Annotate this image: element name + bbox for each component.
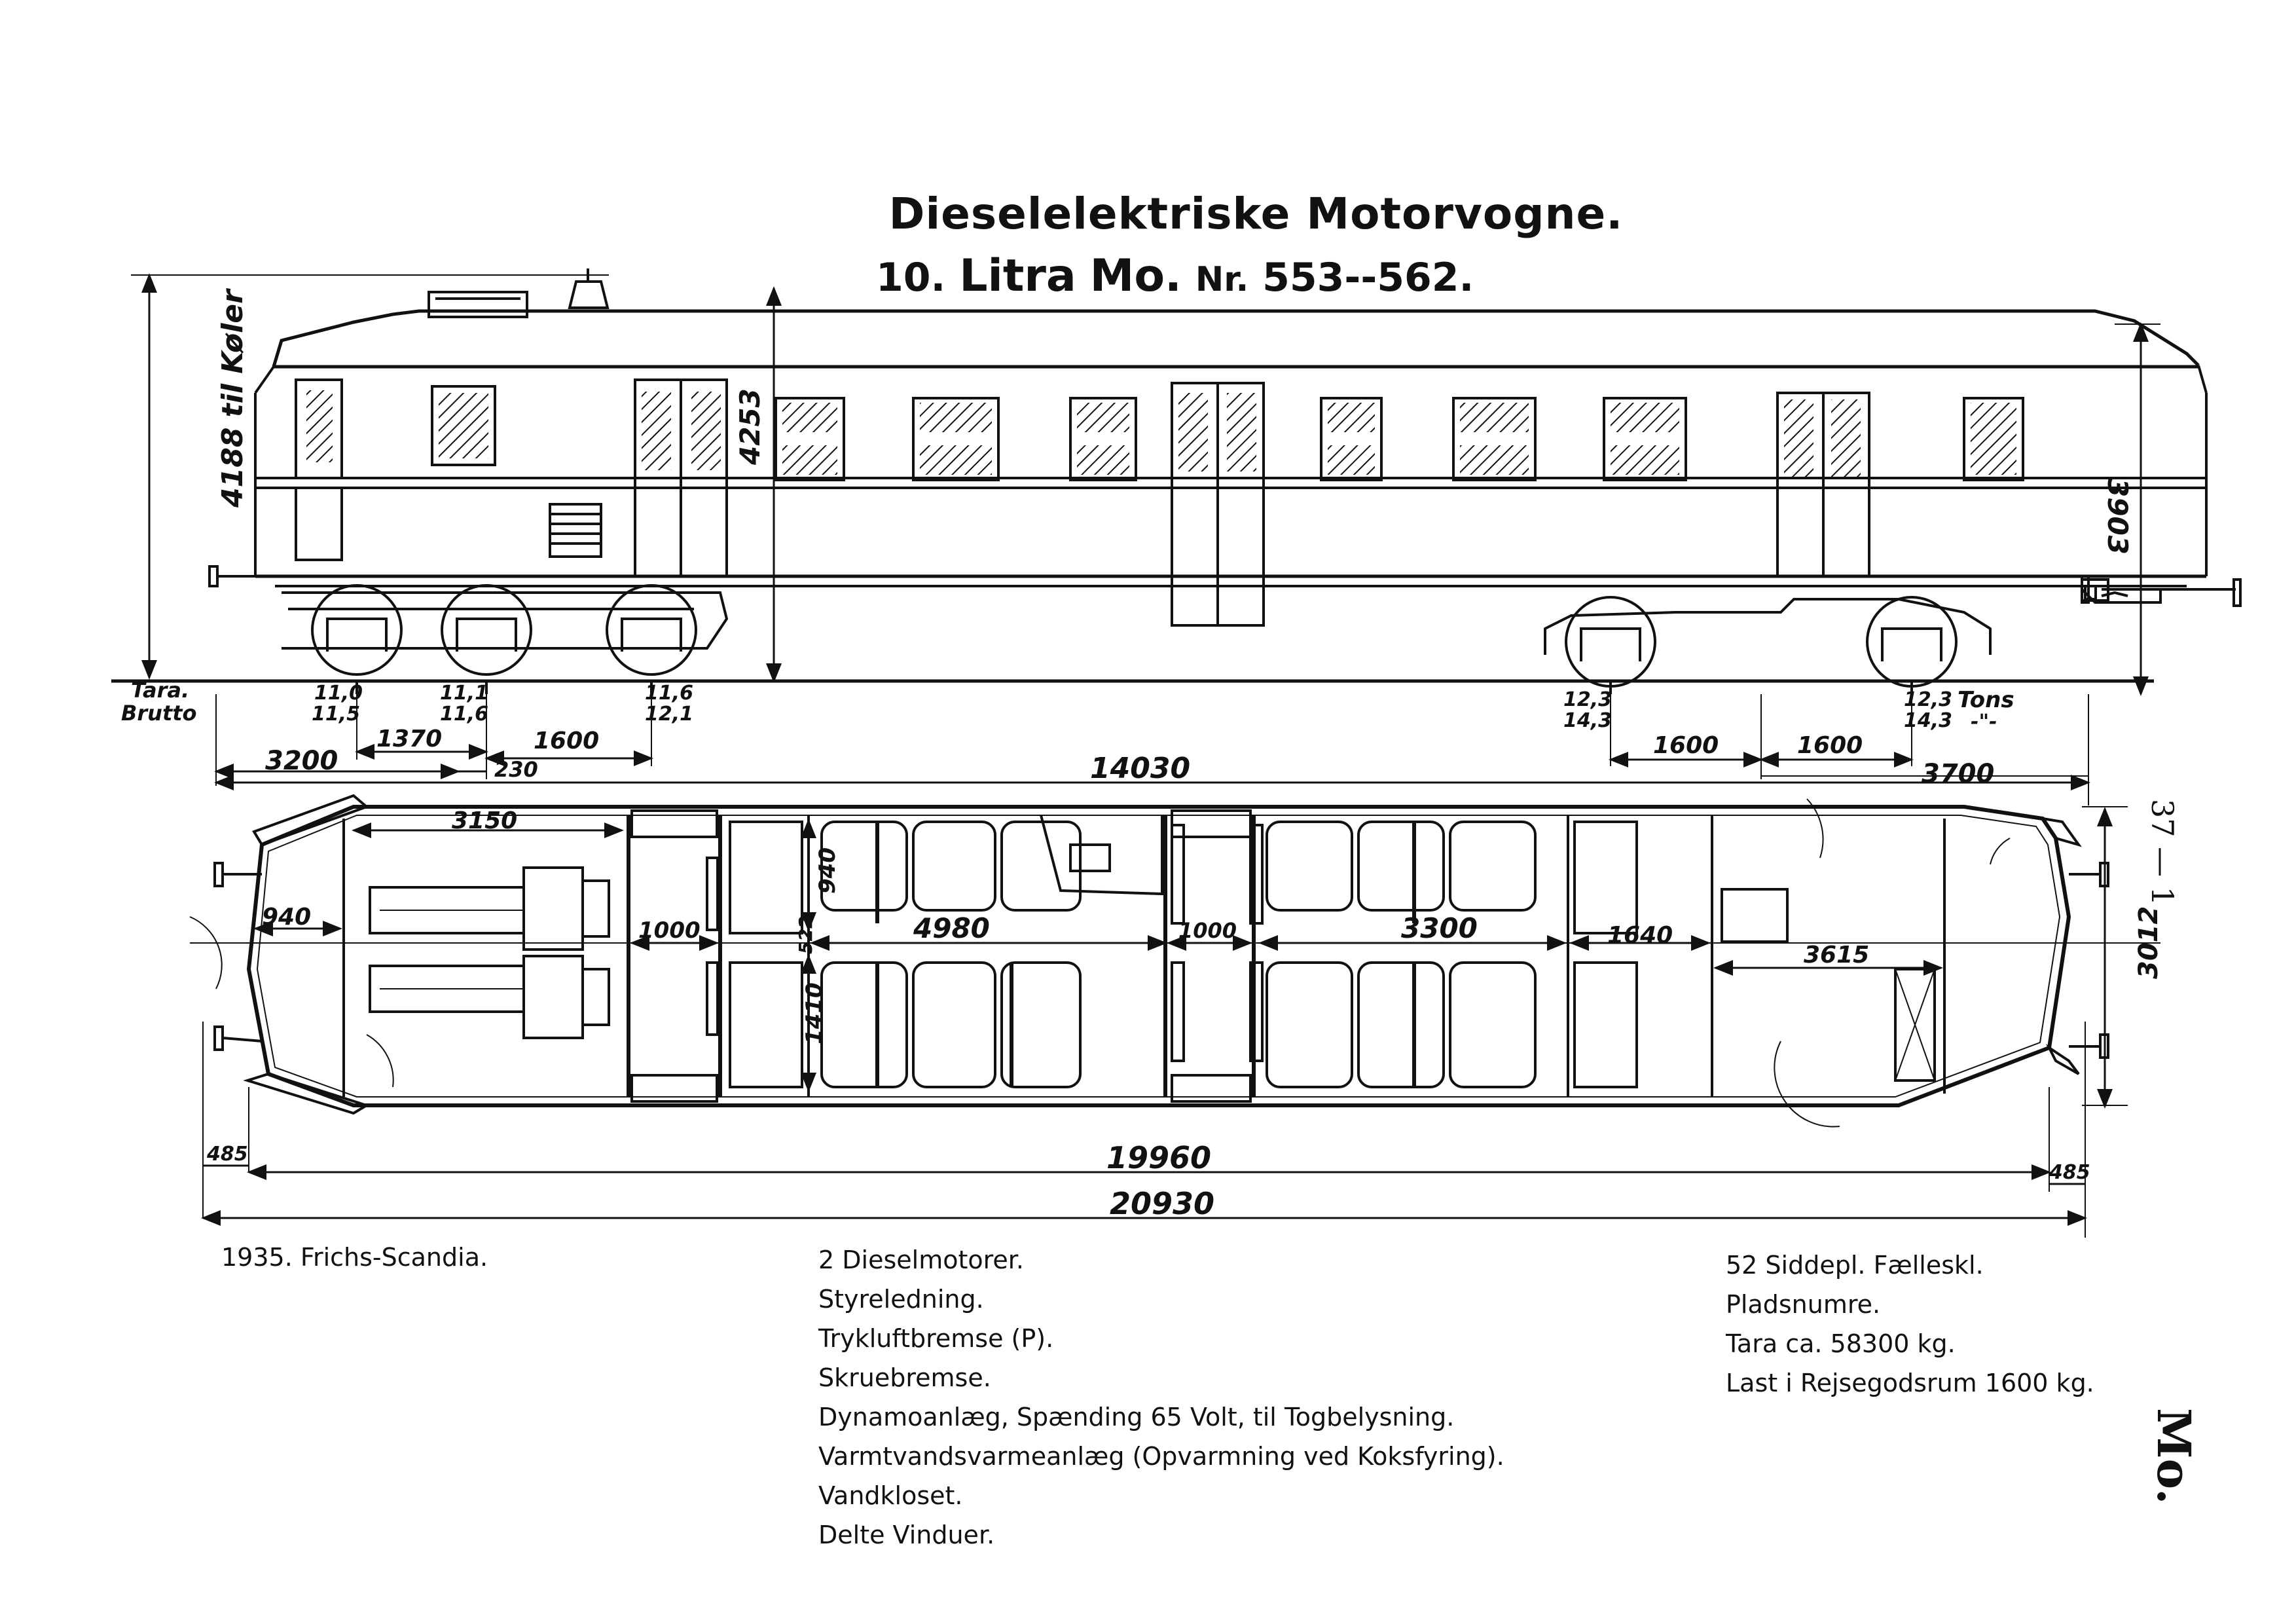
dim-3012: 3012 xyxy=(2134,906,2164,979)
equipment-item: Dynamoanlæg, Spænding 65 Volt, til Togbe… xyxy=(818,1403,1455,1431)
axle3-tara: 11,6 xyxy=(645,682,693,705)
equipment-item: Skruebremse. xyxy=(818,1363,991,1392)
dim-3150: 3150 xyxy=(452,807,517,834)
dim-19960: 19960 xyxy=(1106,1140,1211,1175)
axle5-brutto: 14,3 xyxy=(1904,709,1952,732)
side-windows xyxy=(774,397,2024,481)
dim-height-roof: 3903 xyxy=(2102,478,2134,555)
axle1-tara: 11,0 xyxy=(314,682,363,705)
toilet-compartment xyxy=(1040,815,1163,896)
dim-1600b: 1600 xyxy=(1653,732,1719,759)
dim-1640: 1640 xyxy=(1607,922,1673,949)
dim-3300: 3300 xyxy=(1401,912,1478,944)
dim-20930: 20930 xyxy=(1110,1186,1214,1221)
equipment-item: Vandkloset. xyxy=(818,1481,963,1510)
section-number: 10. xyxy=(876,255,946,301)
class-code: Mo. xyxy=(1089,250,1182,302)
trailing-bogie xyxy=(1544,596,1992,688)
axle4-tara: 12,3 xyxy=(1563,688,1612,711)
dim-height-cab: 4253 xyxy=(734,388,766,466)
dim-1000b: 1000 xyxy=(1178,918,1237,943)
luggage-box xyxy=(1721,888,1789,943)
axle3-brutto: 12,1 xyxy=(645,703,693,726)
dim-14030: 14030 xyxy=(1090,752,1190,785)
axle2-brutto: 11,6 xyxy=(440,703,488,726)
dim-485b: 485 xyxy=(2049,1161,2090,1184)
seating-list: 52 Siddepl. Fælleskl. Pladsnumre. Tara c… xyxy=(1726,1246,2094,1403)
dim-3700: 3700 xyxy=(1922,759,1994,789)
seating-item: Last i Rejsegodsrum 1600 kg. xyxy=(1726,1369,2094,1397)
dim-1370: 1370 xyxy=(376,726,442,752)
dim-3200: 3200 xyxy=(265,746,338,776)
side-view xyxy=(111,268,2242,805)
dim-1000a: 1000 xyxy=(638,917,701,944)
dim-1600c: 1600 xyxy=(1797,732,1863,759)
dim-3615: 3615 xyxy=(1804,942,1869,969)
litra-label: Litra xyxy=(959,250,1076,302)
axle4-brutto: 14,3 xyxy=(1563,709,1612,732)
brutto-label: Brutto xyxy=(121,701,197,726)
equipment-item: Trykluftbremse (P). xyxy=(818,1324,1054,1353)
diagram-subtitle: 10. Litra Mo. Nr. 553--562. xyxy=(876,250,1474,302)
series-code: Mo. xyxy=(2147,1408,2201,1505)
diesel-engines xyxy=(369,866,610,1039)
dim-485a: 485 xyxy=(206,1143,248,1166)
seating-item: Pladsnumre. xyxy=(1726,1290,1881,1319)
seating-item: 52 Siddepl. Fælleskl. xyxy=(1726,1251,1984,1280)
dim-940a: 940 xyxy=(262,904,311,931)
equipment-item: Delte Vinduer. xyxy=(818,1521,995,1549)
diagram-title: Dieselelektriske Motorvogne. xyxy=(888,189,1624,239)
axle2-tara: 11,1 xyxy=(440,682,488,705)
dim-940b: 940 xyxy=(814,847,841,894)
equipment-item: 2 Dieselmotorer. xyxy=(818,1246,1024,1274)
dim-230: 230 xyxy=(494,757,538,782)
tara-label: Tara. xyxy=(131,678,189,703)
nr-range: 553--562. xyxy=(1262,255,1474,301)
dim-1410: 1410 xyxy=(801,982,828,1044)
builder-note: 1935. Frichs-Scandia. xyxy=(221,1243,488,1272)
dim-4980: 4980 xyxy=(913,912,990,944)
axle1-brutto: 11,5 xyxy=(312,703,360,726)
dim-522: 522 xyxy=(795,916,816,954)
equipment-item: Styreledning. xyxy=(818,1285,984,1314)
dim-1600a: 1600 xyxy=(534,728,599,754)
roof-cooler xyxy=(428,291,528,318)
axle5-tara: 12,3 xyxy=(1904,688,1952,711)
equipment-list: 2 Dieselmotorer. Styreledning. Trykluftb… xyxy=(818,1240,1504,1555)
plan-view xyxy=(189,794,2160,1238)
tons-ditto: -"- xyxy=(1971,710,1997,733)
equipment-item: Varmtvandsvarmeanlæg (Opvarmning ved Kok… xyxy=(818,1442,1504,1471)
power-bogie xyxy=(282,584,729,676)
tons-label: Tons xyxy=(1958,687,2014,713)
radiator-grille xyxy=(549,503,602,558)
dim-height-cooler: 4188 til Køler xyxy=(216,288,249,508)
page-number: 37 — 1 xyxy=(2145,799,2180,906)
roof-exhaust xyxy=(568,280,610,309)
nr-label: Nr. xyxy=(1195,260,1249,299)
seating-item: Tara ca. 58300 kg. xyxy=(1726,1329,1956,1358)
